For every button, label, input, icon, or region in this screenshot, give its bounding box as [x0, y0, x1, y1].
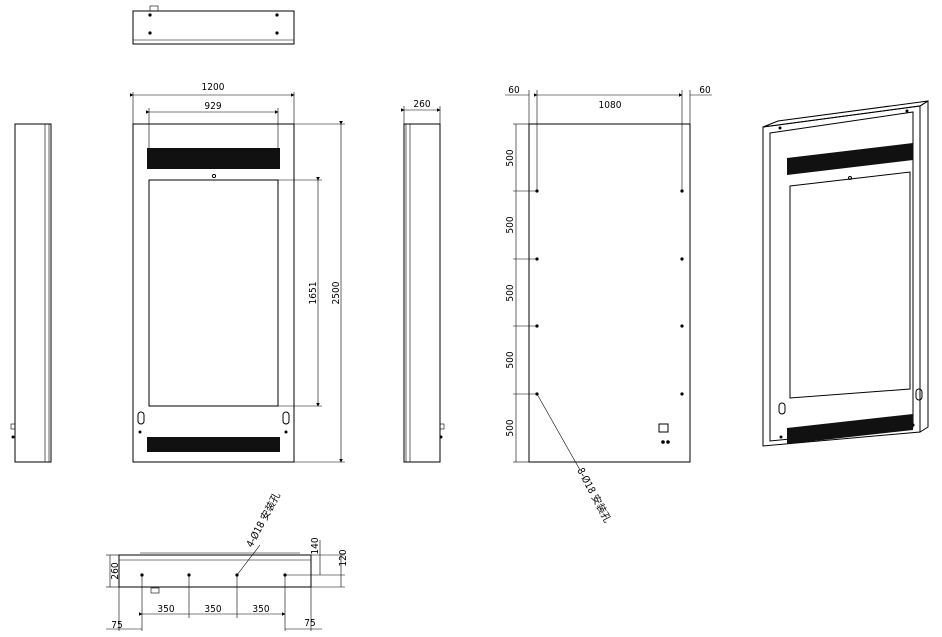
iso-top-grille — [787, 143, 913, 175]
right-side-view: 260 — [401, 99, 445, 463]
back-holes-note: 8-Ø18 安装孔 — [574, 465, 614, 524]
top-view — [132, 5, 295, 45]
dim-bottom-edge-left: 75 — [111, 620, 122, 631]
bottom-grille — [147, 437, 280, 452]
dim-bottom-140: 140 — [310, 537, 321, 554]
dim-back-pitch-4: 500 — [505, 351, 516, 368]
dim-bottom-edge-right: 75 — [304, 618, 315, 629]
back-mounting-holes — [535, 189, 684, 396]
screen-area — [148, 179, 279, 407]
dim-screen-width: 929 — [204, 101, 221, 112]
dim-screen-height: 1651 — [308, 282, 319, 305]
dim-back-margin-right: 60 — [699, 85, 711, 96]
dim-total-height: 2500 — [331, 281, 342, 304]
iso-bottom-grille — [787, 414, 913, 444]
bottom-view: 260 140 120 350 350 350 75 75 4-Ø18 安装孔 — [106, 490, 349, 631]
top-grille — [147, 148, 280, 169]
dim-back-pitch-2: 500 — [505, 216, 516, 233]
dim-side-depth: 260 — [413, 99, 430, 110]
dim-back-pitch-3: 500 — [505, 284, 516, 301]
dim-front-width: 1200 — [202, 82, 225, 93]
dim-back-hole-span: 1080 — [599, 100, 622, 111]
iso-screen — [789, 171, 911, 399]
dim-back-margin-left: 60 — [508, 85, 520, 96]
dim-bottom-pitch-2: 350 — [204, 604, 221, 615]
bottom-holes-note: 4-Ø18 安装孔 — [243, 490, 283, 549]
dim-back-pitch-5: 500 — [505, 419, 516, 436]
dim-back-pitch-1: 500 — [505, 149, 516, 166]
dim-bottom-depth: 260 — [110, 562, 121, 579]
front-view: 1200 929 1651 2500 — [130, 82, 345, 463]
dim-bottom-pitch-3: 350 — [252, 604, 269, 615]
back-view: 1080 60 60 500 500 500 500 500 8-Ø18 安装孔 — [505, 85, 712, 525]
left-side-view — [10, 123, 52, 463]
isometric-view — [762, 100, 929, 447]
dim-bottom-120: 120 — [338, 549, 349, 566]
dim-bottom-pitch-1: 350 — [157, 604, 174, 615]
